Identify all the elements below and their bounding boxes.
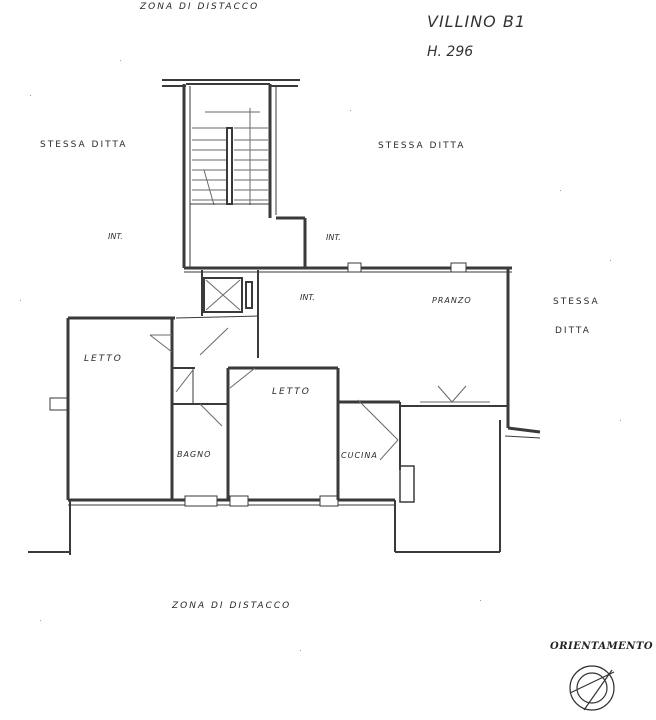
stair-treads — [192, 108, 268, 206]
room-label-bagno: BAGNO — [177, 450, 212, 459]
room-label-letto-center: LETTO — [272, 387, 311, 397]
stessa-ditta-right-line1: STESSA — [553, 297, 600, 307]
internal-walls — [149, 315, 508, 500]
orientation-label: ORIENTAMENTO — [550, 641, 654, 652]
stessa-ditta-left: STESSA DITTA — [40, 140, 128, 150]
villa-title: VILLINO B1 — [427, 12, 527, 31]
zone-label-bottom: ZONA DI DISTACCO — [172, 601, 292, 611]
zone-label-top: ZONA DI DISTACCO — [140, 2, 260, 12]
outer-walls — [28, 262, 541, 555]
room-label-int-left: INT. — [108, 232, 123, 241]
room-label-int-center: INT. — [300, 293, 315, 302]
room-label-cucina: CUCINA — [341, 451, 378, 460]
stessa-ditta-right-line2: DITTA — [555, 326, 591, 336]
stessa-ditta-top: STESSA DITTA — [378, 141, 466, 151]
stair-block — [162, 79, 307, 268]
room-label-letto-left: LETTO — [84, 354, 123, 364]
compass-rose — [569, 665, 615, 711]
room-label-int-mid: INT. — [326, 233, 341, 242]
scan-noise — [20, 60, 621, 651]
room-label-pranzo: PRANZO — [432, 296, 472, 305]
door-swings — [149, 327, 467, 461]
ceiling-height-label: H. 296 — [427, 44, 474, 60]
